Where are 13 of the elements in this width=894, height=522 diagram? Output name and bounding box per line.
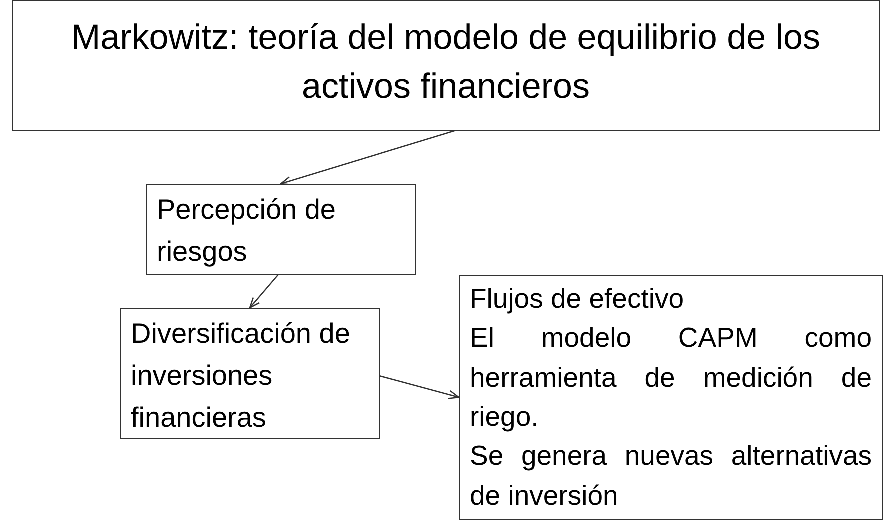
node-text: Percepción de riesgos xyxy=(157,193,338,269)
arrow xyxy=(380,376,460,400)
node-text: Diversificación de inversiones financieras xyxy=(131,317,352,435)
arrow xyxy=(249,274,279,309)
node-text: Se genera nuevas alternativas de inversión xyxy=(470,439,872,513)
title-box xyxy=(12,0,880,131)
process-box xyxy=(146,184,416,275)
node-text: Markowitz: teoría del modelo de equilibrio de los activos financieros xyxy=(70,17,822,108)
node-text: Flujos de efectivo xyxy=(470,282,685,316)
text-box xyxy=(459,275,883,520)
process-box xyxy=(120,308,380,439)
arrow xyxy=(280,130,455,186)
node-text: El modelo CAPM como herramienta de medición de riego. xyxy=(470,321,872,434)
